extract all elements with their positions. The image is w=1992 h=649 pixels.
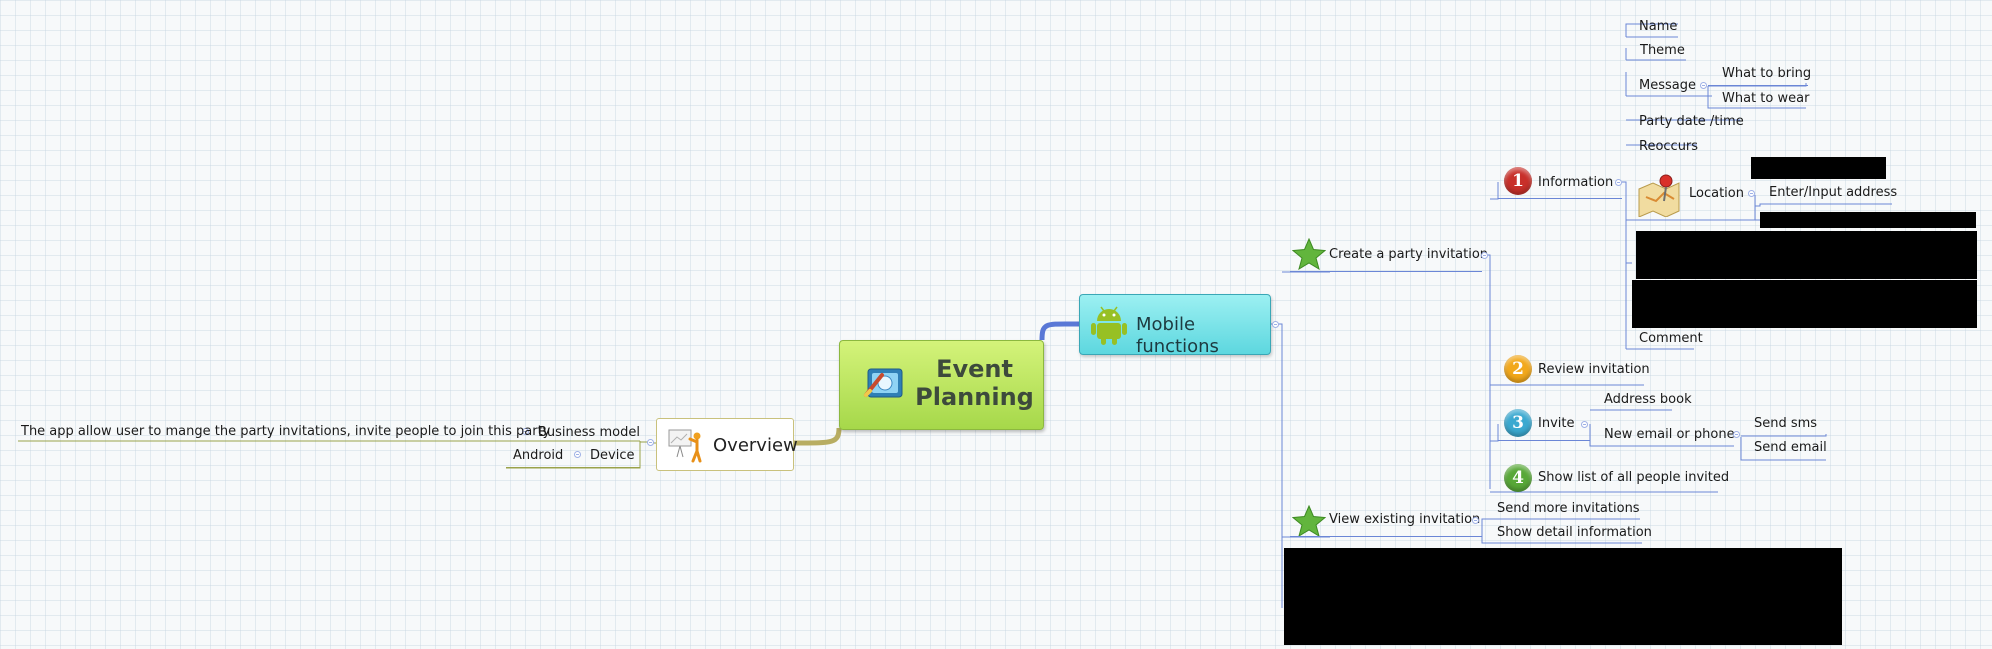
underline-what-to-bring <box>1708 85 1808 86</box>
collapse-toggle-message[interactable] <box>1700 82 1707 89</box>
number-badge-4: 4 <box>1504 464 1532 492</box>
topic-view-existing-invitation[interactable]: View existing invitation <box>1329 512 1481 527</box>
collapse-toggle-new-email[interactable] <box>1733 431 1740 438</box>
redacted-block <box>1284 548 1842 645</box>
collapse-toggle-create[interactable] <box>1481 252 1488 259</box>
root-title: Event Planning <box>915 355 1034 411</box>
redacted-block <box>1751 157 1886 179</box>
collapse-toggle-view[interactable] <box>1472 517 1479 524</box>
root-node-event-planning[interactable]: Event Planning <box>839 340 1044 430</box>
topic-address-book[interactable]: Address book <box>1604 392 1692 407</box>
map-pin-icon <box>1638 174 1680 217</box>
topic-comment[interactable]: Comment <box>1639 331 1703 346</box>
underline-android <box>506 467 640 468</box>
node-mobile-functions[interactable]: Mobile functions <box>1079 294 1271 357</box>
overview-label: Overview <box>713 435 798 456</box>
topic-business-description[interactable]: The app allow user to mange the party in… <box>21 424 551 439</box>
presentation-icon <box>668 429 702 463</box>
redacted-block <box>1636 231 1977 279</box>
collapse-toggle-location[interactable] <box>1748 190 1755 197</box>
topic-party-date-time[interactable]: Party date /time <box>1639 114 1744 129</box>
topic-reoccurs[interactable]: Reoccurs <box>1639 139 1699 154</box>
topic-invite[interactable]: Invite <box>1538 416 1575 431</box>
topic-business-model[interactable]: Business model <box>538 425 640 440</box>
collapse-toggle-information[interactable] <box>1615 179 1622 186</box>
topic-send-more-invitations[interactable]: Send more invitations <box>1497 501 1640 516</box>
topic-location[interactable]: Location <box>1689 186 1744 201</box>
topic-show-detail-information[interactable]: Show detail information <box>1497 525 1652 540</box>
topic-enter-address[interactable]: Enter/Input address <box>1769 185 1898 200</box>
connector-information-trunk <box>1622 181 1627 349</box>
mobile-functions-label: Mobile functions <box>1136 314 1219 357</box>
underline-invite <box>1498 440 1590 441</box>
underline-view <box>1290 536 1482 537</box>
connector-root-overview <box>791 427 842 446</box>
number-badge-1: 1 <box>1504 167 1532 195</box>
topic-new-email-or-phone[interactable]: New email or phone <box>1604 427 1735 442</box>
collapse-toggle-mobile[interactable] <box>1272 321 1279 328</box>
topic-information[interactable]: Information <box>1538 175 1614 190</box>
collapse-toggle-device[interactable] <box>574 451 581 458</box>
topic-theme[interactable]: Theme <box>1640 43 1685 58</box>
star-icon <box>1292 238 1326 270</box>
event-planning-icon <box>864 368 903 398</box>
underline-create <box>1290 271 1482 272</box>
topic-review-invitation[interactable]: Review invitation <box>1538 362 1650 377</box>
topic-android[interactable]: Android <box>513 448 564 463</box>
topic-device[interactable]: Device <box>590 448 635 463</box>
collapse-toggle-overview[interactable] <box>647 439 654 446</box>
underline-information <box>1498 198 1622 199</box>
node-overview[interactable]: Overview <box>656 418 798 471</box>
connector-root-mobile <box>1039 321 1080 341</box>
topic-message[interactable]: Message <box>1639 78 1696 93</box>
topic-send-email[interactable]: Send email <box>1754 440 1827 455</box>
android-icon <box>1091 306 1127 345</box>
redacted-block <box>1632 280 1977 328</box>
star-icon <box>1292 505 1326 537</box>
topic-what-to-bring[interactable]: What to bring <box>1722 66 1812 81</box>
topic-show-list[interactable]: Show list of all people invited <box>1538 470 1730 485</box>
collapse-toggle-invite[interactable] <box>1581 421 1588 428</box>
topic-what-to-wear[interactable]: What to wear <box>1722 91 1810 106</box>
connector-mobile-trunk <box>1269 323 1283 608</box>
redacted-block <box>1760 212 1976 228</box>
number-badge-3: 3 <box>1504 409 1532 437</box>
number-badge-2: 2 <box>1504 355 1532 383</box>
collapse-toggle-business-model[interactable] <box>522 428 529 435</box>
topic-send-sms[interactable]: Send sms <box>1754 416 1818 431</box>
topic-create-party-invitation[interactable]: Create a party invitation <box>1329 247 1489 262</box>
topic-name[interactable]: Name <box>1639 19 1678 34</box>
connector-create-trunk <box>1482 254 1491 489</box>
